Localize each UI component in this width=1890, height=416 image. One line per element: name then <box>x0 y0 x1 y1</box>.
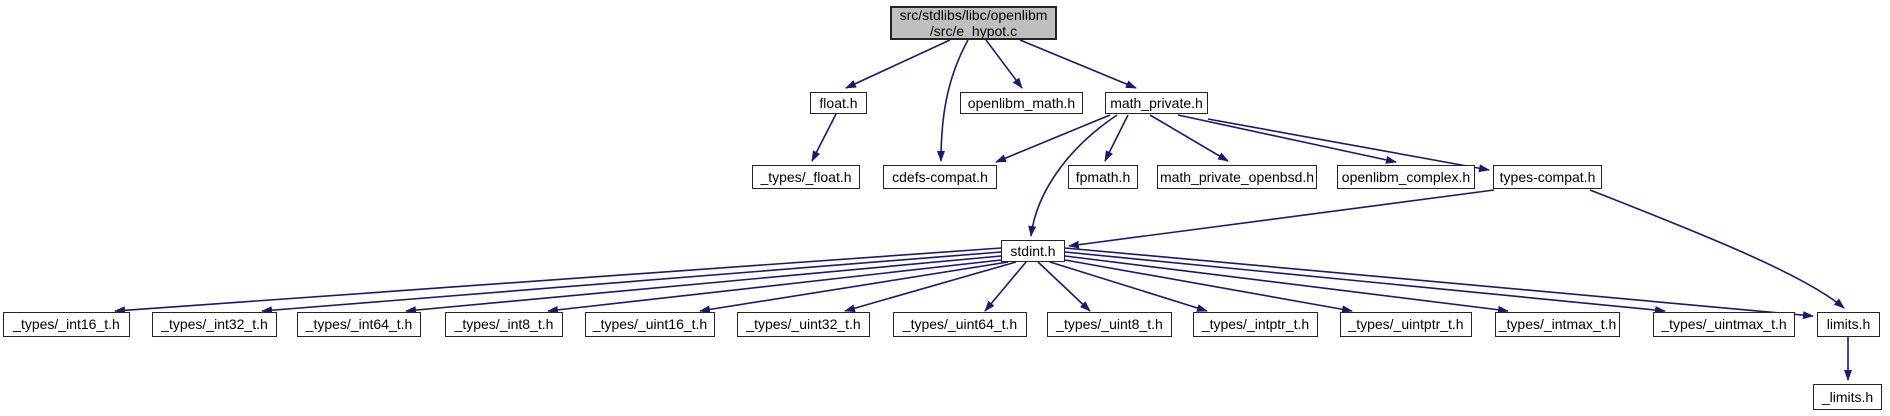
edge-stdint_h-to-limits_h <box>1064 247 1814 320</box>
graph-node-math_private_openbsd_h[interactable]: math_private_openbsd.h <box>1157 165 1317 189</box>
graph-node-uint32[interactable]: _types/_uint32_t.h <box>737 312 870 337</box>
graph-node-label: src/stdlibs/libc/openlibm <box>899 7 1048 23</box>
graph-node-intptr[interactable]: _types/_intptr_t.h <box>1193 312 1318 337</box>
edge-math_private_h-to-cdefs_compat_h <box>995 114 1111 163</box>
graph-node-int32[interactable]: _types/_int32_t.h <box>152 312 277 337</box>
graph-node-openlibm_math_h[interactable]: openlibm_math.h <box>960 92 1083 114</box>
edge-math_private_h-to-openlibm_complex_h <box>1177 114 1397 164</box>
graph-node-int16[interactable]: _types/_int16_t.h <box>3 312 130 337</box>
edge-stdint_h-to-uint64 <box>984 261 1027 312</box>
edge-math_private_h-to-stdint_h <box>1028 114 1118 237</box>
edge-stdint_h-to-intmax <box>1064 255 1509 314</box>
graph-node-types_float_h[interactable]: _types/_float.h <box>752 165 860 189</box>
edge-stdint_h-to-int32 <box>261 251 1002 315</box>
edge-math_private_h-to-math_private_openbsd_h <box>1149 114 1229 162</box>
graph-node-uint8[interactable]: _types/_uint8_t.h <box>1047 312 1172 337</box>
edge-math_private_h-to-types_compat_h <box>1207 118 1490 173</box>
edge-stdint_h-to-uint8 <box>1037 261 1091 312</box>
graph-node-uint64[interactable]: _types/_uint64_t.h <box>893 312 1027 337</box>
graph-node-limits_h[interactable]: limits.h <box>1817 312 1880 337</box>
edge-float_h-to-types_float_h <box>811 113 837 162</box>
graph-node-uintmax[interactable]: _types/_uintmax_t.h <box>1653 312 1795 337</box>
graph-node-e_hypot[interactable]: src/stdlibs/libc/openlibm/src/e_hypot.c <box>890 6 1057 40</box>
edge-types_compat_h-to-limits_h <box>1589 189 1845 309</box>
edge-stdint_h-to-uintptr <box>1064 259 1353 314</box>
graph-node-types_compat_h[interactable]: types-compat.h <box>1493 165 1602 189</box>
edge-stdint_h-to-int64 <box>405 255 1002 315</box>
graph-node-float_h[interactable]: float.h <box>810 92 867 114</box>
edge-stdint_h-to-uintmax <box>1064 251 1666 315</box>
edge-math_private_h-to-fpmath_h <box>1104 114 1129 162</box>
graph-node-cdefs_compat_h[interactable]: cdefs-compat.h <box>883 165 997 189</box>
graph-node-int8[interactable]: _types/_int8_t.h <box>445 312 563 337</box>
graph-node-intmax[interactable]: _types/_intmax_t.h <box>1495 312 1620 337</box>
edge-e_hypot-to-math_private_h <box>1019 39 1137 89</box>
graph-node-math_private_h[interactable]: math_private.h <box>1105 92 1208 114</box>
graph-node-ulimits_h[interactable]: _limits.h <box>1813 384 1882 410</box>
edge-stdint_h-to-uint16 <box>699 261 1009 314</box>
edge-e_hypot-to-openlibm_math_h <box>985 39 1023 89</box>
graph-node-label: /src/e_hypot.c <box>929 23 1018 39</box>
edge-stdint_h-to-int8 <box>547 259 1002 314</box>
graph-node-int64[interactable]: _types/_int64_t.h <box>297 312 421 337</box>
graph-node-uint16[interactable]: _types/_uint16_t.h <box>585 312 715 337</box>
edge-stdint_h-to-uint32 <box>844 261 1017 313</box>
graph-node-uintptr[interactable]: _types/_uintptr_t.h <box>1340 312 1472 337</box>
graph-node-fpmath_h[interactable]: fpmath.h <box>1068 165 1138 189</box>
edge-types_compat_h-to-stdint_h <box>1068 189 1495 249</box>
edge-stdint_h-to-int16 <box>114 247 1002 315</box>
graph-node-stdint_h[interactable]: stdint.h <box>1001 240 1065 262</box>
edge-stdint_h-to-intptr <box>1049 261 1208 312</box>
edge-e_hypot-to-float_h <box>845 39 951 89</box>
graph-node-openlibm_complex_h[interactable]: openlibm_complex.h <box>1337 165 1475 189</box>
edge-e_hypot-to-cdefs_compat_h <box>937 39 969 162</box>
